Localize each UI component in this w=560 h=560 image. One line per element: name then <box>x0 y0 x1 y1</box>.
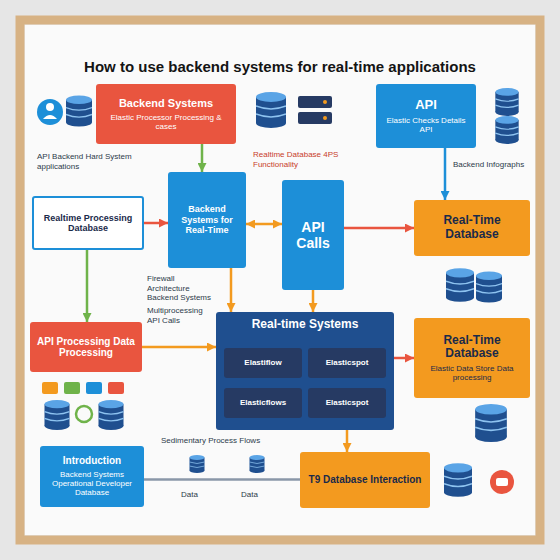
poster-ground <box>25 25 535 535</box>
node-heading: Real-Time Database <box>420 334 524 362</box>
sync-icon <box>76 406 92 422</box>
user-icon <box>37 99 63 125</box>
note-label: Multiprocessing API Calls <box>146 306 214 325</box>
data-tiles <box>42 382 124 394</box>
connector-arrow <box>344 227 414 230</box>
alert-icon <box>490 470 514 494</box>
database-icon <box>190 455 205 473</box>
backend-box: Backend Systems for Real-Time <box>168 172 246 268</box>
database-icon <box>256 92 286 128</box>
data-tiles <box>86 382 102 394</box>
user-icon <box>46 103 54 111</box>
database-icon <box>476 271 502 302</box>
node-heading: Backend Systems for Real-Time <box>174 204 240 235</box>
note-label: Backend Infographs <box>452 160 525 170</box>
node-body: Elastic Checks Details API <box>382 116 470 134</box>
database-box: Real-Time Database <box>414 200 530 256</box>
connector-arrow <box>246 223 282 226</box>
connector-arrow <box>142 346 216 349</box>
connector-arrow <box>201 144 204 172</box>
system-item: Elasticspot <box>308 348 386 378</box>
node-heading: Elasticspot <box>326 398 369 407</box>
node-heading: T9 Database Interaction <box>309 474 422 486</box>
database-icon <box>446 268 474 302</box>
note-label: Firewall Architecture Backend Systems <box>146 274 216 303</box>
sync-icon <box>76 406 92 422</box>
system-item: Elasticspot <box>308 388 386 418</box>
node-body: Elastic Processor Processing & cases <box>102 113 230 131</box>
data-tiles <box>42 382 58 394</box>
connector-arrow <box>144 222 168 225</box>
database-icon <box>475 404 507 442</box>
connector-arrow <box>230 268 233 312</box>
node-heading: Backend Systems <box>119 97 213 110</box>
note-label: Data <box>180 490 199 500</box>
connector-arrow <box>86 250 89 322</box>
alert-icon <box>490 470 514 494</box>
server-icon <box>298 96 332 108</box>
system-panel: Real-time SystemsElastiflowElasticspotEl… <box>216 312 394 430</box>
node-heading: Elasticflows <box>240 398 286 407</box>
system-item: Elasticflows <box>224 388 302 418</box>
database-icon <box>495 116 518 144</box>
node-heading: API Calls <box>288 219 338 251</box>
server-icon <box>323 100 327 104</box>
database-icon <box>45 400 70 430</box>
database-icon <box>444 463 472 497</box>
intro-box: IntroductionBackend Systems Operational … <box>40 446 144 507</box>
user-icon <box>37 99 63 125</box>
node-heading: Realtime Processing Database <box>40 213 136 234</box>
database-box: T9 Database Interaction <box>300 452 430 508</box>
process-box: Realtime Processing Database <box>32 196 144 250</box>
alert-icon <box>496 478 508 486</box>
connector-arrow <box>144 478 300 481</box>
server-icon <box>298 96 332 124</box>
server-icon <box>323 116 327 120</box>
connector-arrow <box>444 148 447 200</box>
database-icon <box>250 455 265 473</box>
node-body: Elastic Data Store Data processing <box>420 364 524 382</box>
data-tiles <box>64 382 80 394</box>
note-label: API Backend Hard System applications <box>36 152 148 171</box>
connector-arrow <box>346 430 349 452</box>
node-heading: Elasticspot <box>326 358 369 367</box>
data-tiles <box>108 382 124 394</box>
process-box: API Processing Data Processing <box>30 322 142 372</box>
note-label: Realtime Database 4PS Functionality <box>252 150 372 169</box>
database-box: Real-Time DatabaseElastic Data Store Dat… <box>414 318 530 398</box>
api-calls-box: API Calls <box>282 180 344 290</box>
wooden-frame <box>20 20 540 540</box>
database-icon <box>99 400 124 430</box>
note-label: Data <box>240 490 259 500</box>
process-box: Backend SystemsElastic Processor Process… <box>96 84 236 144</box>
user-icon <box>43 115 57 119</box>
node-heading: Real-Time Database <box>420 214 524 242</box>
node-body: Backend Systems Operational Developer Da… <box>46 470 138 498</box>
node-heading: Elastiflow <box>244 358 281 367</box>
node-heading: API <box>415 98 437 113</box>
node-heading: API Processing Data Processing <box>36 336 136 359</box>
node-heading: Introduction <box>63 455 121 467</box>
api-box: API Elastic Checks Details API <box>376 84 476 148</box>
poster-title: How to use backend systems for real-time… <box>30 58 530 75</box>
connector-arrow <box>394 357 414 360</box>
connector-arrow <box>312 290 315 312</box>
node-heading: Real-time Systems <box>252 318 359 332</box>
system-item: Elastiflow <box>224 348 302 378</box>
server-icon <box>298 112 332 124</box>
note-label: Sedimentary Process Flows <box>160 436 261 446</box>
database-icon <box>66 95 92 126</box>
database-icon <box>495 88 518 116</box>
